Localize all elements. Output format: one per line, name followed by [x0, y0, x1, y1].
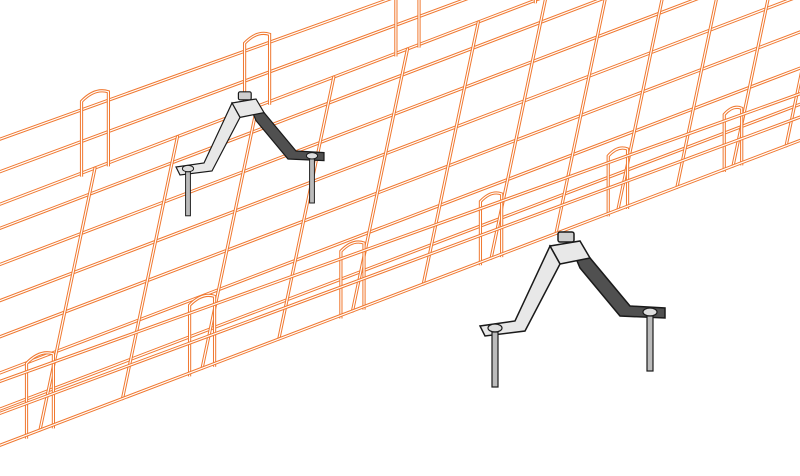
floor-longitudinal-wire-core [0, 67, 800, 374]
floor-longitudinal-wire-core [0, 0, 601, 229]
front-wall-wire-core [0, 116, 800, 414]
front-wall-wire-core [0, 139, 800, 446]
bracket-foreground [478, 231, 666, 388]
wall-post-core [188, 294, 216, 377]
anchor-nut [642, 307, 658, 317]
anchor-nut [181, 164, 195, 173]
floor-cross-wire-core [351, 48, 409, 312]
bracket-back-leg [251, 110, 325, 162]
wall-post-core [25, 352, 55, 439]
back-wall-wire-core [0, 0, 538, 205]
floor-cross-wire-core [785, 76, 800, 147]
back-wall-wire [0, 0, 392, 141]
back-wall-wire-core [0, 0, 389, 140]
floor-longitudinal-wire [0, 66, 800, 375]
anchor-nut [487, 323, 503, 333]
bracket-front-leg [478, 244, 561, 337]
bolt-head-icon [237, 91, 252, 101]
front-wall-wire-core [0, 93, 800, 383]
anchor-bolt [646, 315, 654, 372]
floor-cross-wire-core [201, 105, 258, 369]
suspension-brackets [175, 91, 666, 388]
bolt-head-icon [557, 231, 575, 243]
anchor-nut [305, 152, 319, 160]
wall-post-core [243, 32, 271, 115]
bracket-back-leg [573, 255, 666, 319]
wall-post-core [340, 241, 365, 319]
wall-post-core [607, 147, 629, 217]
wall-post-core [479, 192, 503, 266]
floor-cross-wire-core [121, 136, 179, 400]
floor-longitudinal-wire-core [0, 0, 800, 312]
floor-longitudinal-wire [0, 0, 604, 231]
wall-post-core [723, 106, 743, 173]
front-wall-wire [0, 115, 800, 416]
bracket-background [175, 91, 325, 217]
floor-cross-wire-core [676, 0, 717, 188]
floor-cross-wire-core [555, 0, 606, 234]
wall-post-core [80, 90, 110, 177]
floor-cross-wire-core [278, 76, 335, 340]
floor-longitudinal-wire-core [0, 103, 800, 410]
anchor-bolt [309, 158, 315, 204]
anchor-bolt [185, 171, 191, 217]
front-wall-wire [0, 138, 800, 447]
back-wall-wire-core [0, 0, 466, 173]
floor-longitudinal-wire-core [0, 0, 800, 351]
anchor-bolt [491, 331, 499, 388]
floor-cross-wire-core [39, 167, 96, 431]
bracket-front-leg [175, 101, 241, 176]
floor-longitudinal-wire-core [0, 0, 800, 273]
floor-cross-wire-core [422, 21, 479, 285]
